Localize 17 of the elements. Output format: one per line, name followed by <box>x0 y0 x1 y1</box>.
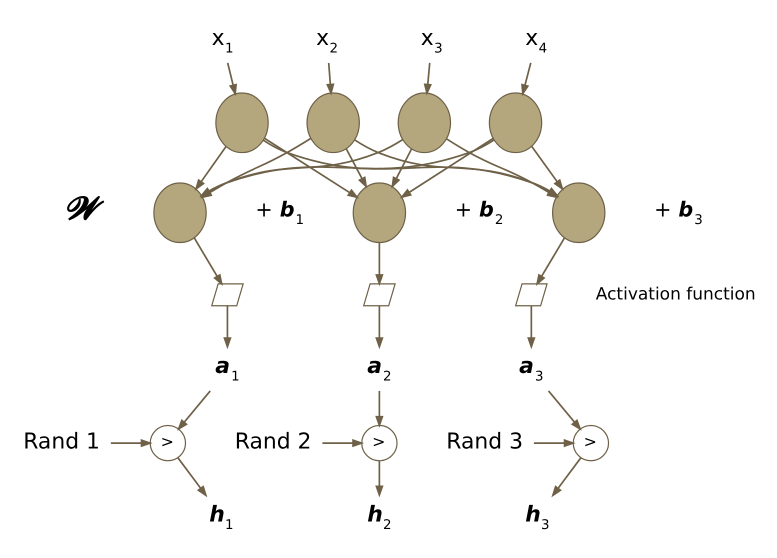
node-label: + b$_{3}$ <box>654 198 703 228</box>
node-text: h$_{1}$ <box>209 502 234 533</box>
node-text: x$_{4}$ <box>525 26 548 56</box>
node-text: Rand 2 <box>234 429 312 454</box>
node-text: h$_{2}$ <box>367 502 392 533</box>
node-text: a$_{1}$ <box>215 354 240 385</box>
node-text: Rand 1 <box>23 429 100 454</box>
label: Activation function <box>596 284 756 304</box>
node-text: h$_{3}$ <box>525 502 550 533</box>
node-text: x$_{3}$ <box>420 26 443 56</box>
node-text: Rand 3 <box>446 429 523 454</box>
node-label: + b$_{1}$ <box>255 198 304 228</box>
node-text: a$_{3}$ <box>519 354 544 385</box>
node-text: x$_{1}$ <box>212 26 234 56</box>
node-label: + b$_{2}$ <box>454 198 504 228</box>
node-text: x$_{2}$ <box>316 26 338 56</box>
node-text: a$_{2}$ <box>367 354 392 385</box>
